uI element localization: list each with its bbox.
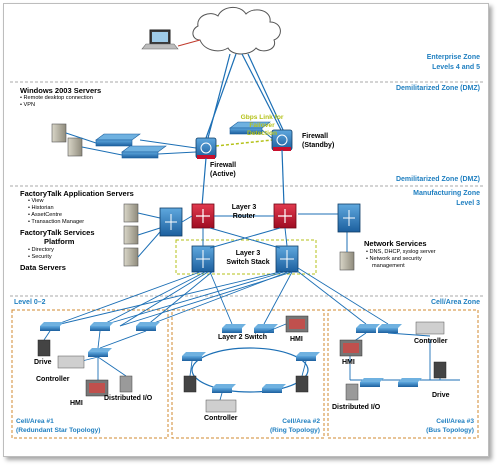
failover-link <box>215 139 273 147</box>
layer3-router-left-icon <box>191 203 215 229</box>
firewall-active-label-1: Firewall <box>210 162 237 169</box>
controller1-label: Controller <box>36 376 70 383</box>
distio3-label: Distributed I/O <box>332 404 381 411</box>
cell3-label-1: Cell/Area #3 <box>436 418 474 425</box>
controller1-icon <box>57 355 85 369</box>
uplinks <box>51 267 389 327</box>
cell2-label-1: Cell/Area #2 <box>282 418 320 425</box>
l2-switch-label: Layer 2 Switch <box>218 334 268 341</box>
cell2-box <box>171 309 325 439</box>
laptop-icon <box>141 29 179 50</box>
router-stack-links <box>202 227 288 249</box>
cell1-label-1: Cell/Area #1 <box>16 418 54 425</box>
data-servers-label: Data Servers <box>20 263 66 272</box>
firewall-standby-label-2: (Standby) <box>302 142 335 149</box>
cell1-devices <box>37 339 133 397</box>
l3-switch-label-1: Layer 3 <box>235 250 261 257</box>
drive3-icon <box>433 361 447 379</box>
laptop-link <box>177 39 201 47</box>
cell2-label-2: (Ring Topology) <box>269 427 320 434</box>
server-links <box>137 212 348 258</box>
dmz-links <box>65 129 275 156</box>
dmz-switches <box>95 121 271 159</box>
controller2-label: Controller <box>204 415 238 422</box>
cell1-label-2: (Redundant Star Topology) <box>16 427 101 434</box>
drive3-label: Drive <box>432 392 450 399</box>
network-item-0: • DNS, DHCP, syslog server <box>366 249 436 255</box>
network-item-1: • Network and security <box>366 256 422 262</box>
ft-platform-title-2: Platform <box>44 237 75 246</box>
level-0-2-label: Level 0–2 <box>14 299 46 306</box>
ft-app-item-3: • Transaction Manager <box>28 219 85 225</box>
firewall-active-icon <box>195 137 217 159</box>
enterprise-levels-label: Levels 4 and 5 <box>432 64 480 71</box>
wan-links <box>205 53 285 139</box>
cell2-devices <box>183 315 309 413</box>
cell2-io-icon <box>295 375 309 393</box>
cell2-ring <box>182 324 320 393</box>
windows-servers-title: Windows 2003 Servers <box>20 86 102 95</box>
cell3-label-2: (Bus Topology) <box>426 427 474 434</box>
zone-dividers <box>10 81 484 297</box>
gbps-link-label-1: Gbps Link for <box>240 114 284 121</box>
cell2-drive-icon <box>183 375 197 393</box>
l3-switch-label-2: Switch Stack <box>226 259 270 266</box>
drive1-label: Drive <box>34 359 52 366</box>
gbps-link-label-3: Detection <box>246 130 278 137</box>
cell3-devices <box>339 321 447 401</box>
ft-app-item-1: • Historian <box>28 205 54 211</box>
ft-platform-item-1: • Security <box>28 254 52 260</box>
windows-item-0: • Remote desktop connection <box>20 95 93 101</box>
ft-app-item-2: • AssetCentre <box>28 212 62 218</box>
layer3-switch-stack-icons <box>191 245 299 273</box>
switch-stack-box <box>175 239 317 275</box>
controller2-icon <box>205 399 237 413</box>
dmz-servers <box>51 123 83 157</box>
hmi3-label: HMI <box>342 359 355 366</box>
distio1-icon <box>119 375 133 393</box>
layer3-router-right-icon <box>273 203 297 229</box>
ft-app-item-0: • View <box>28 198 44 204</box>
enterprise-zone-label: Enterprise Zone <box>426 54 480 61</box>
distio1-label: Distributed I/O <box>104 395 153 402</box>
cell-area-zone-label: Cell/Area Zone <box>430 299 480 306</box>
manufacturing-level-label: Level 3 <box>456 200 480 207</box>
drive1-icon <box>37 339 51 357</box>
cell1-switches <box>40 322 160 357</box>
cell3-box <box>327 309 479 439</box>
cell2-links <box>189 323 307 401</box>
distio3-icon <box>345 383 359 401</box>
gbps-link-label-2: Failover <box>249 122 275 129</box>
cell1-box <box>11 309 169 439</box>
network-services-title: Network Services <box>364 239 427 248</box>
l3-router-label-1: Layer 3 <box>231 204 257 211</box>
manufacturing-servers <box>123 203 355 271</box>
hmi1-label: HMI <box>70 400 83 407</box>
ft-platform-item-0: • Directory <box>28 247 54 253</box>
hmi2-label: HMI <box>290 336 303 343</box>
l3-router-label-2: Router <box>232 213 256 220</box>
manufacturing-switches <box>159 203 361 237</box>
controller3-icon <box>415 321 445 335</box>
network-item-2: management <box>372 263 405 269</box>
cell3-bus <box>350 324 460 387</box>
dmz-bottom-label: Demilitarized Zone (DMZ) <box>395 176 480 183</box>
factorytalk-app-title: FactoryTalk Application Servers <box>20 189 134 198</box>
firewall-standby-label-1: Firewall <box>302 133 329 140</box>
cell-boxes <box>11 309 479 439</box>
controller3-label: Controller <box>414 338 448 345</box>
manufacturing-zone-label: Manufacturing Zone <box>413 190 480 197</box>
dmz-top-label: Demilitarized Zone (DMZ) <box>395 85 480 92</box>
ft-platform-title-1: FactoryTalk Services <box>20 228 95 237</box>
windows-item-1: • VPN <box>20 102 36 108</box>
firewall-active-label-2: (Active) <box>210 171 236 178</box>
fw-router-links <box>201 149 285 207</box>
internet-cloud <box>192 7 281 55</box>
